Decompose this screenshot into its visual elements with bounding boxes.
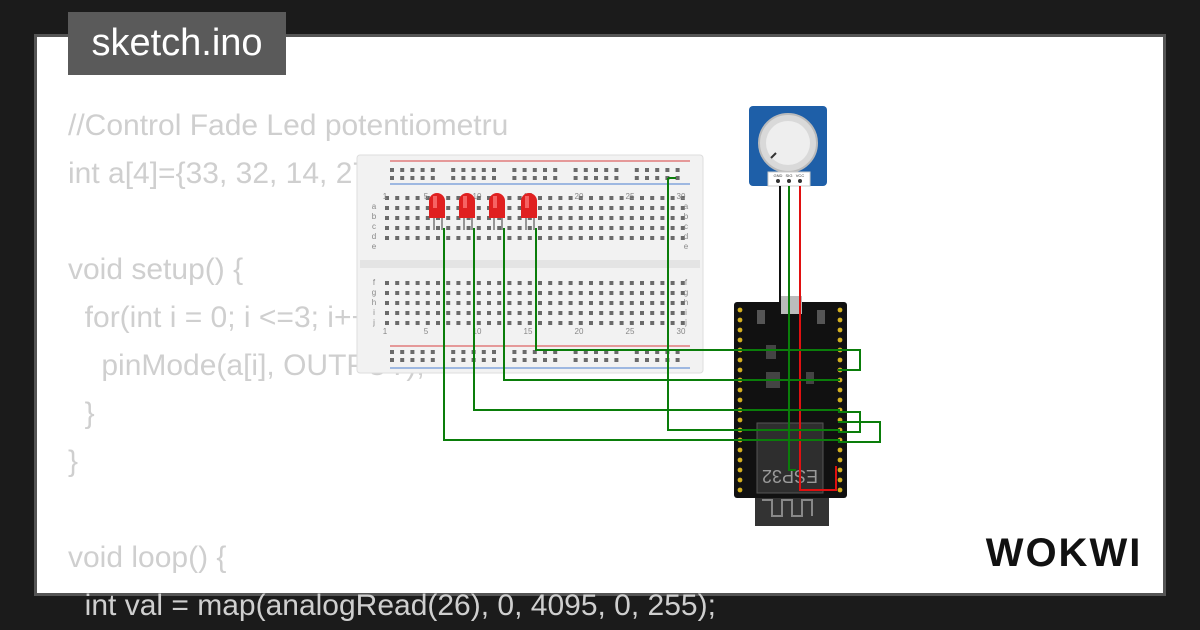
wire-led3 xyxy=(503,228,840,381)
breadboard-column-number: 5 xyxy=(424,192,429,201)
breadboard-row-label: f xyxy=(685,278,688,287)
code-line: void setup() { xyxy=(68,253,244,286)
breadboard-row-label: a xyxy=(372,202,377,211)
code-line: } xyxy=(68,397,95,430)
breadboard-column-number: 30 xyxy=(677,192,686,201)
breadboard-row-label: h xyxy=(372,298,376,307)
breadboard-row-label: e xyxy=(372,242,377,251)
code-line: int val = map(analogRead(26), 0, 4095, 0… xyxy=(68,589,716,622)
breadboard-row-label: j xyxy=(372,318,375,327)
code-line: void loop() { xyxy=(68,541,227,574)
breadboard-column-number: 5 xyxy=(424,327,429,336)
breadboard-row-label: c xyxy=(684,222,688,231)
breadboard-row-label: d xyxy=(684,232,688,241)
pot-pin-gnd: GND xyxy=(774,173,783,178)
breadboard-row-label: i xyxy=(373,308,375,317)
breadboard-row-label: j xyxy=(684,318,687,327)
breadboard: 115510101515202025253030aabbccddeeffgghh… xyxy=(356,154,704,374)
breadboard-row-label: a xyxy=(684,202,689,211)
breadboard-row-label: f xyxy=(373,278,376,287)
wire-gnd-rail xyxy=(667,178,840,431)
wire-led2 xyxy=(473,228,840,411)
wokwi-logo: WOKWI xyxy=(986,531,1143,575)
breadboard-row-label: h xyxy=(684,298,688,307)
breadboard-row-label: d xyxy=(372,232,376,241)
wire-led4 xyxy=(535,228,840,351)
breadboard-row-label: g xyxy=(684,288,688,297)
esp32-label: ESP32 xyxy=(762,466,818,486)
breadboard-row-label: i xyxy=(685,308,687,317)
wire-led1 xyxy=(443,228,840,441)
breadboard-column-number: 20 xyxy=(575,327,584,336)
code-line: } xyxy=(68,445,79,478)
usb-port xyxy=(780,296,802,314)
led[interactable] xyxy=(459,193,475,230)
pot-pin-sig: SIG xyxy=(786,173,793,178)
breadboard-row-label: c xyxy=(372,222,376,231)
led[interactable] xyxy=(521,193,537,230)
code-line: //Control Fade Led potentiometru xyxy=(68,109,509,142)
file-tab[interactable]: sketch.ino xyxy=(68,12,286,75)
breadboard-row-label: b xyxy=(372,212,377,221)
breadboard-column-number: 1 xyxy=(383,192,388,201)
breadboard-column-number: 25 xyxy=(626,327,635,336)
code-line: for(int i = 0; i <=3; i++) xyxy=(68,301,379,334)
breadboard-column-number: 10 xyxy=(473,327,482,336)
breadboard-column-number: 10 xyxy=(473,192,482,201)
wire-vcc xyxy=(799,186,837,491)
led[interactable] xyxy=(489,193,505,230)
wires xyxy=(443,177,881,491)
brand-name: WOKWI xyxy=(986,531,1143,575)
breadboard-row-label: b xyxy=(684,212,689,221)
pot-pin-vcc: VCC xyxy=(796,173,805,178)
breadboard-column-number: 20 xyxy=(575,192,584,201)
breadboard-column-number: 25 xyxy=(626,192,635,201)
breadboard-column-number: 1 xyxy=(383,327,388,336)
breadboard-row-label: e xyxy=(684,242,689,251)
breadboard-column-number: 15 xyxy=(524,327,533,336)
wire-sig xyxy=(788,186,796,471)
potentiometer[interactable]: GND SIG VCC xyxy=(749,106,827,187)
breadboard-row-label: g xyxy=(372,288,376,297)
led[interactable] xyxy=(429,193,445,230)
breadboard-column-number: 30 xyxy=(677,327,686,336)
